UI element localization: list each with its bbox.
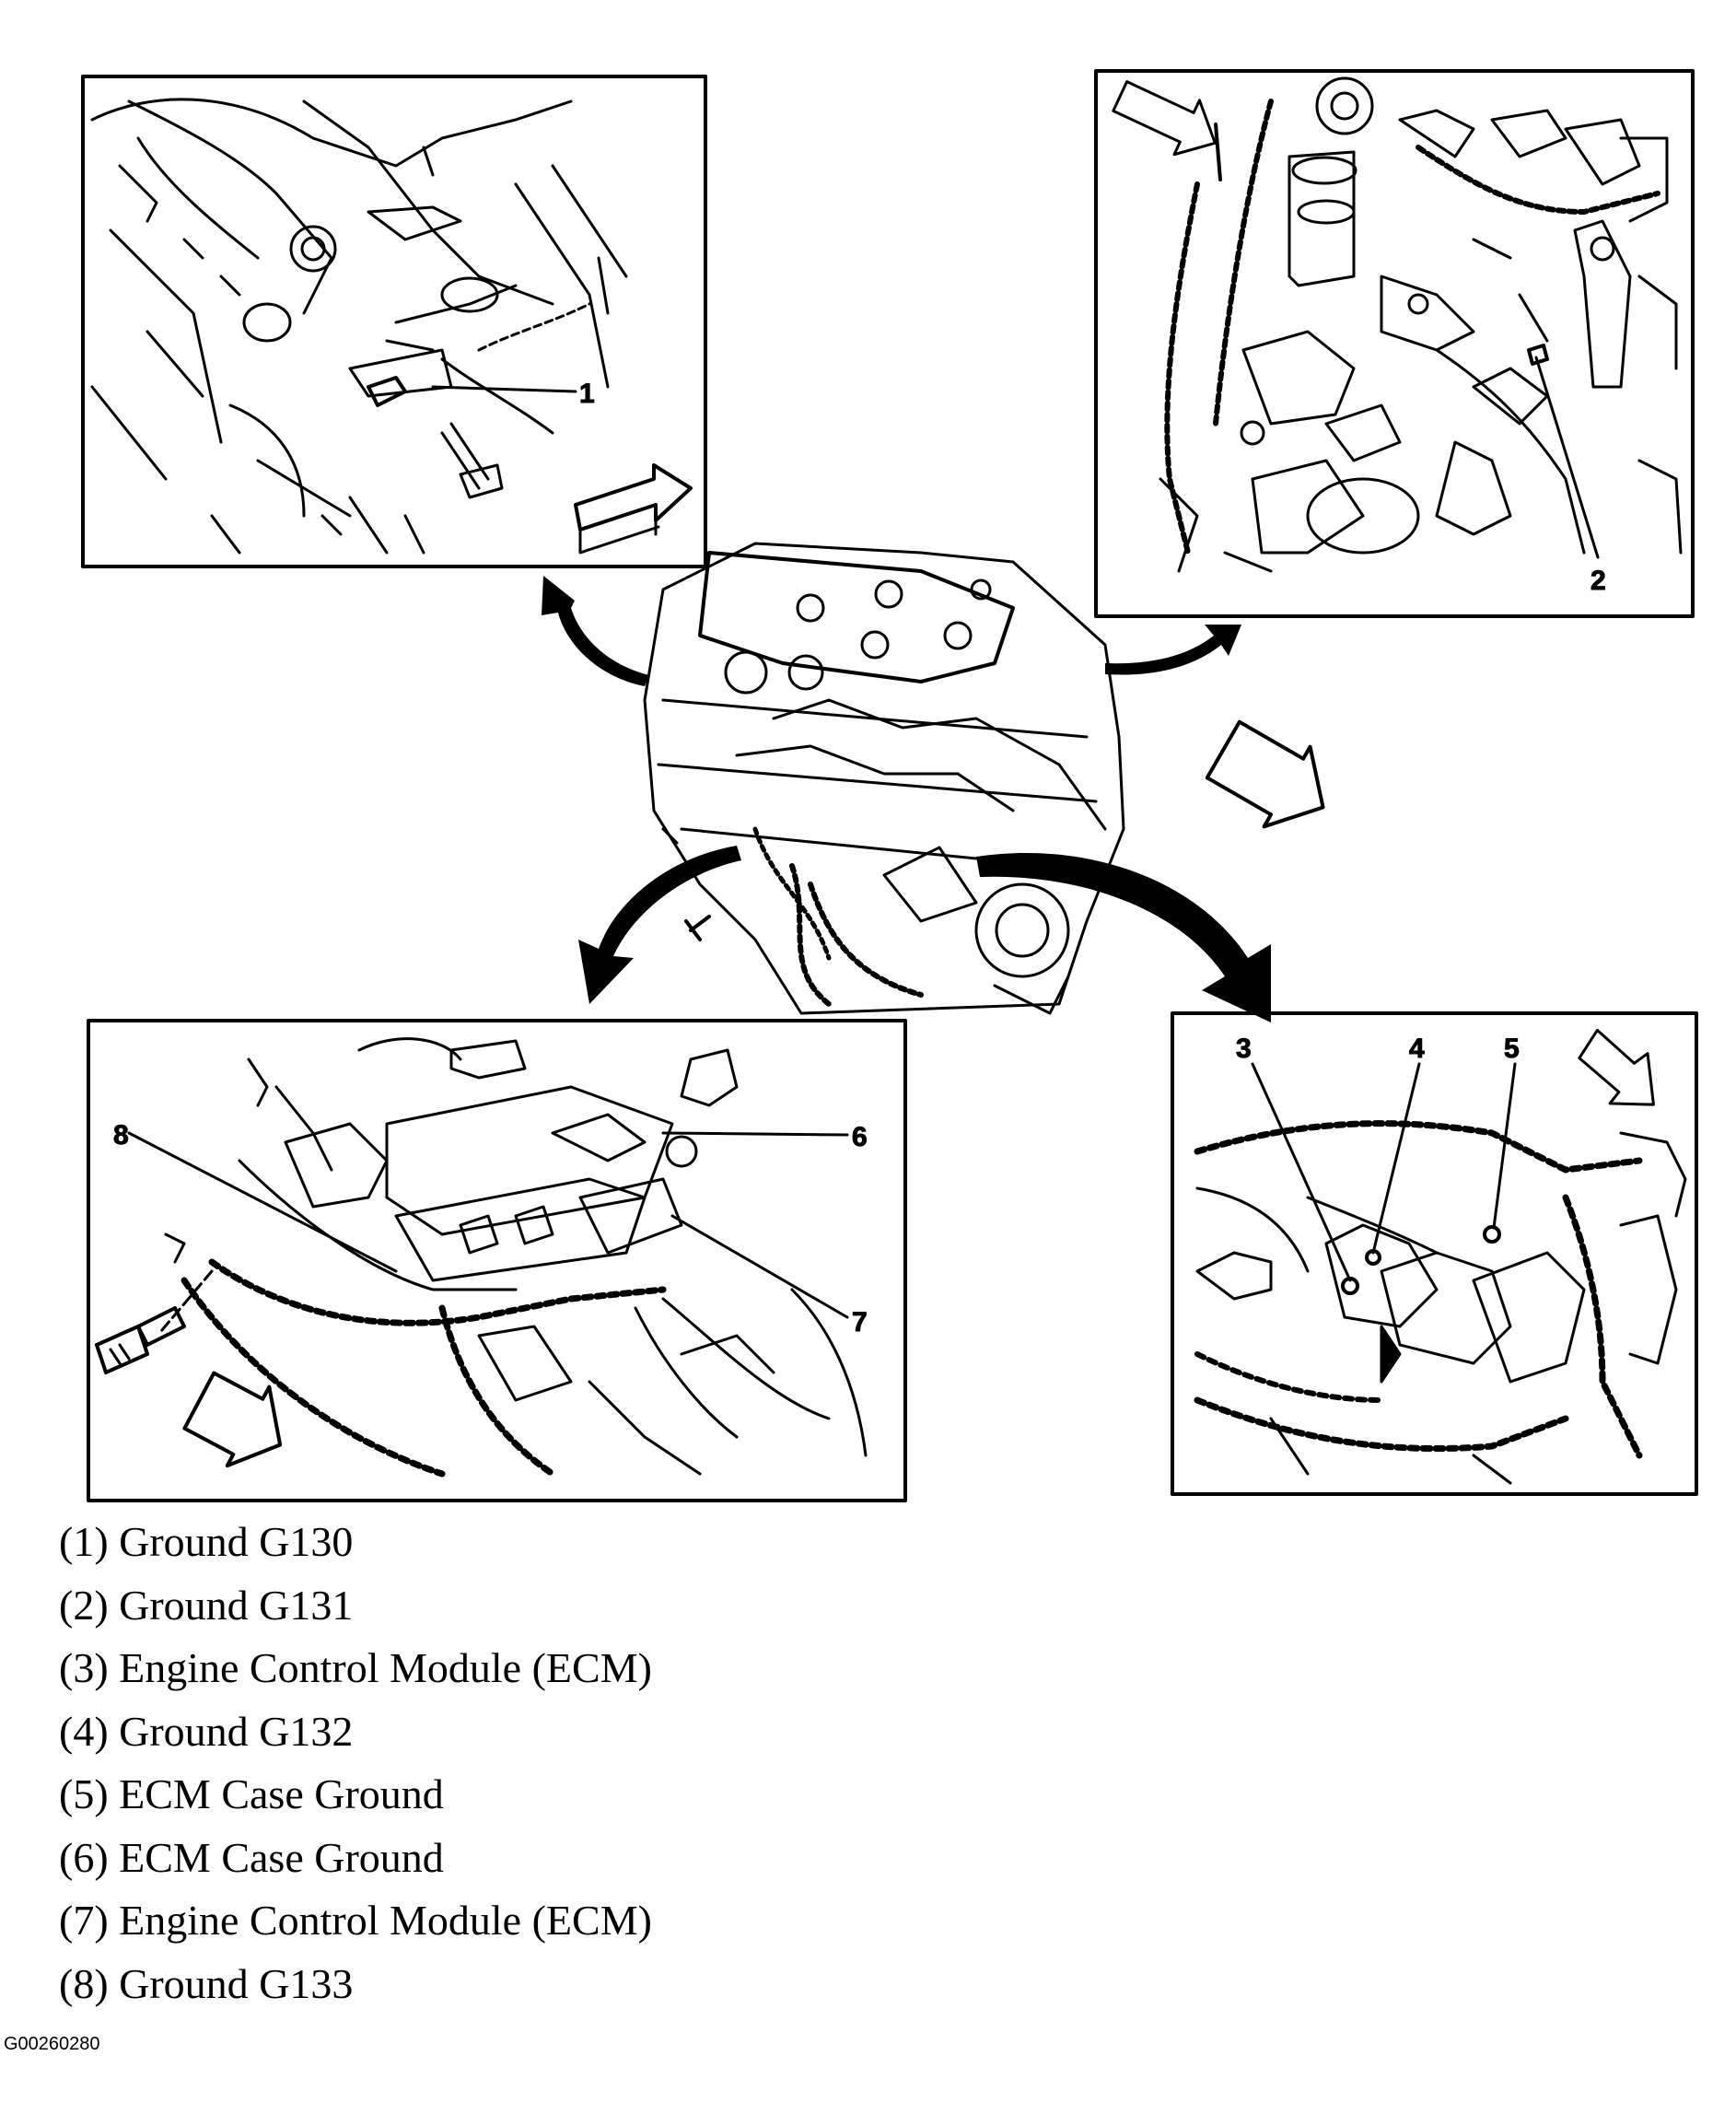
legend-item: (1) Ground G130	[59, 1518, 354, 1565]
legend-item: (2) Ground G131	[59, 1581, 354, 1629]
callout-7: 7	[852, 1307, 868, 1338]
legend-item: (7) Engine Control Module (ECM)	[59, 1897, 652, 1944]
legend-item: (3) Engine Control Module (ECM)	[59, 1644, 652, 1691]
leader-line-2	[1534, 356, 1600, 559]
callout-5: 5	[1504, 1034, 1520, 1064]
panel-top-right	[1094, 69, 1695, 618]
leader-line-3	[1251, 1062, 1352, 1282]
leader-line-5	[1492, 1062, 1517, 1230]
figure-id: G00260280	[4, 2034, 100, 2054]
leader-line-8	[127, 1131, 398, 1273]
panel-bottom-left	[87, 1019, 907, 1502]
leader-line-1	[431, 385, 577, 393]
leader-line-7	[670, 1214, 849, 1319]
leader-line-4	[1371, 1062, 1421, 1255]
callout-8: 8	[113, 1120, 129, 1151]
callout-4: 4	[1409, 1034, 1425, 1064]
callout-3: 3	[1236, 1034, 1252, 1064]
center-engine-overview	[643, 542, 1125, 1015]
callout-1: 1	[579, 379, 595, 409]
leader-line-6	[661, 1131, 849, 1137]
callout-2: 2	[1590, 566, 1606, 596]
legend-item: (5) ECM Case Ground	[59, 1770, 444, 1817]
component-legend: (1) Ground G130 (2) Ground G131 (3) Engi…	[59, 1511, 652, 2015]
direction-arrow-center-right	[1205, 719, 1325, 829]
legend-item: (6) ECM Case Ground	[59, 1833, 444, 1881]
legend-item: (8) Ground G133	[59, 1959, 354, 2007]
legend-item: (4) Ground G132	[59, 1707, 354, 1755]
panel-bottom-right	[1171, 1011, 1698, 1496]
pointer-arrows	[542, 576, 1271, 1022]
callout-6: 6	[852, 1122, 868, 1152]
panel-top-left	[81, 75, 707, 568]
engine-ground-locations-diagram: 1	[81, 69, 1698, 1502]
